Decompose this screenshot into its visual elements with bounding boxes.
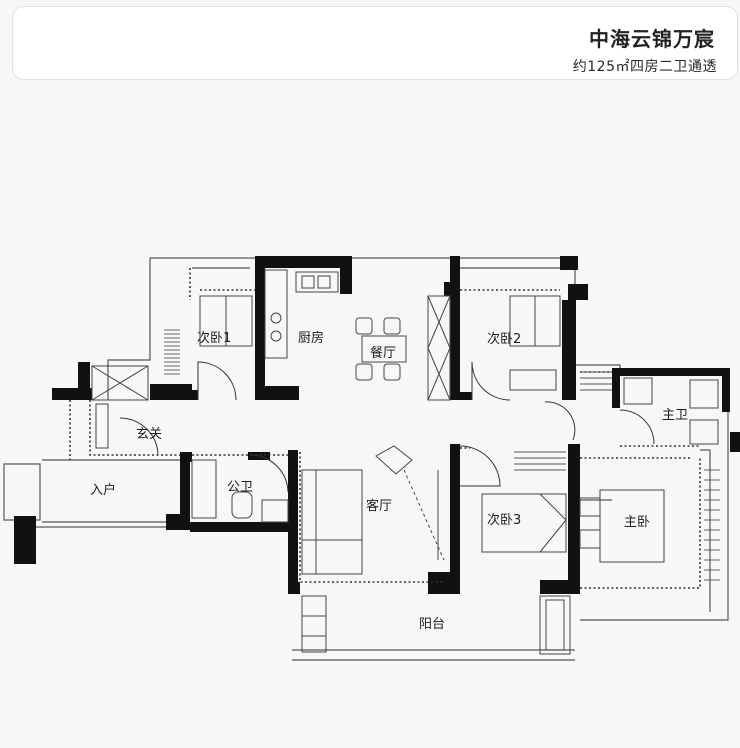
wall	[186, 390, 198, 400]
room-label-entry: 入户	[90, 482, 116, 498]
windows	[91, 295, 720, 655]
furniture	[95, 269, 719, 575]
room-label-bedroom-1: 次卧1	[197, 330, 231, 346]
wall	[340, 256, 352, 294]
wall	[568, 444, 580, 594]
wall	[460, 392, 472, 400]
wall	[560, 256, 578, 270]
room-label-kitchen: 厨房	[298, 330, 324, 346]
wall	[540, 580, 578, 594]
wall	[730, 432, 740, 452]
wall	[150, 384, 192, 400]
wall	[288, 582, 300, 594]
walls	[14, 256, 740, 594]
room-label-public-bath: 公卫	[227, 480, 253, 495]
wall	[190, 522, 290, 532]
wall	[255, 256, 265, 400]
wall	[288, 450, 298, 592]
room-label-master-bedroom: 主卧	[624, 515, 650, 530]
wall	[428, 572, 450, 594]
wall	[180, 452, 190, 530]
unit-subtitle: 约125㎡四房二卫通透	[572, 59, 717, 75]
wall	[722, 368, 730, 412]
room-label-master-bath: 主卫	[662, 408, 688, 423]
project-title: 中海云锦万宸	[589, 27, 715, 51]
doors	[119, 361, 655, 501]
wall	[612, 368, 730, 376]
header-card: 中海云锦万宸 约125㎡四房二卫通透	[12, 6, 738, 80]
wall	[78, 362, 90, 392]
wall	[166, 514, 190, 530]
wall	[14, 516, 36, 564]
wall	[450, 256, 460, 400]
dotted-walls	[69, 268, 701, 589]
room-label-living: 客厅	[366, 498, 392, 514]
wall	[568, 284, 588, 300]
room-label-dining: 餐厅	[370, 345, 396, 361]
wall	[612, 368, 620, 408]
room-label-bedroom-3: 次卧3	[487, 512, 521, 528]
wall	[255, 386, 299, 400]
room-labels: 次卧1 厨房 餐厅 次卧2 玄关 入户 公卫 客厅 次卧3 主卧 主卫 阳台	[90, 330, 688, 632]
room-label-foyer: 玄关	[136, 427, 162, 442]
room-label-bedroom-2: 次卧2	[487, 331, 521, 347]
wall	[562, 300, 576, 400]
room-label-balcony: 阳台	[419, 617, 445, 632]
wall	[255, 256, 352, 268]
wall	[450, 444, 460, 594]
